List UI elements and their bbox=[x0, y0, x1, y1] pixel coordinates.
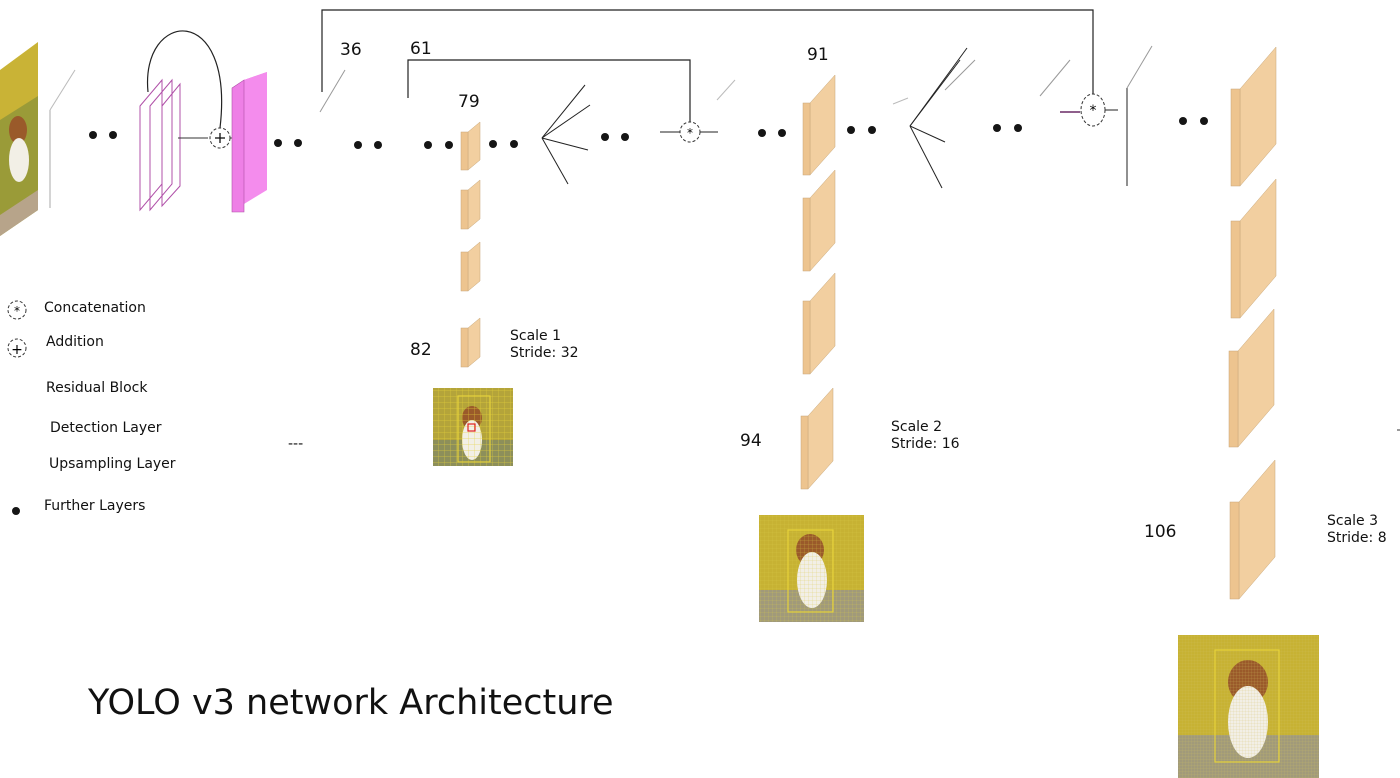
connector-lines bbox=[319, 45, 1153, 189]
detection-layer bbox=[802, 272, 836, 375]
further-layer-dot bbox=[847, 126, 855, 134]
addition-node bbox=[209, 127, 236, 149]
further-layer-dot bbox=[1200, 117, 1208, 125]
layer-label-94: 94 bbox=[740, 431, 762, 451]
input-image bbox=[0, 42, 76, 236]
output-image-scale1 bbox=[433, 388, 513, 466]
further-layer-dot bbox=[868, 126, 876, 134]
further-layer-dot bbox=[109, 131, 117, 139]
legend-detection-layer: Detection Layer bbox=[50, 420, 162, 436]
svg-text:*: * bbox=[1090, 103, 1097, 119]
layer-label-79: 79 bbox=[458, 92, 480, 112]
further-layer-dot bbox=[294, 139, 302, 147]
further-layer-dots bbox=[89, 117, 1208, 149]
diagram-title: YOLO v3 network Architecture bbox=[88, 683, 614, 723]
further-layer-dot bbox=[1014, 124, 1022, 132]
further-layer-dot bbox=[89, 131, 97, 139]
further-layer-dot bbox=[489, 140, 497, 148]
further-layer-dot bbox=[778, 129, 786, 137]
detection-layer bbox=[802, 74, 836, 176]
output-image-scale2 bbox=[759, 515, 864, 622]
detection-layer bbox=[1229, 459, 1276, 600]
detection-layer bbox=[800, 387, 834, 490]
legend-addition: Addition bbox=[46, 334, 104, 350]
further-layer-dot bbox=[274, 139, 282, 147]
further-layer-dot bbox=[758, 129, 766, 137]
layer-label-82: 82 bbox=[410, 340, 432, 360]
detection-layer bbox=[1230, 178, 1277, 319]
legend-add-icon: + bbox=[7, 338, 27, 358]
detection-layer bbox=[460, 121, 481, 171]
detection-layer bbox=[802, 169, 836, 272]
svg-text:*: * bbox=[687, 126, 693, 140]
layer-label-61: 61 bbox=[410, 39, 432, 59]
layer-label-106: 106 bbox=[1144, 522, 1177, 542]
legend-residual-block: Residual Block bbox=[46, 380, 148, 396]
detection-layer bbox=[460, 179, 481, 230]
legend-concat-icon: * bbox=[7, 300, 27, 320]
detection-layer bbox=[1228, 308, 1275, 448]
further-layer-dot bbox=[621, 133, 629, 141]
scale3-label: Scale 3 Stride: 8 bbox=[1327, 513, 1387, 547]
scale2-stride: Stride: 16 bbox=[891, 436, 960, 452]
further-layer-dot bbox=[601, 133, 609, 141]
output-image-scale3 bbox=[1178, 635, 1319, 778]
detection-layer bbox=[460, 317, 481, 368]
further-layer-dot bbox=[993, 124, 1001, 132]
detection-layer bbox=[460, 241, 481, 292]
scale1-name: Scale 1 bbox=[510, 328, 562, 344]
scale1-label: Scale 1 Stride: 32 bbox=[510, 328, 579, 362]
legend-dashes: --- bbox=[288, 436, 304, 452]
further-layer-dot bbox=[424, 141, 432, 149]
legend-dot-icon bbox=[12, 507, 20, 515]
detection-layer bbox=[1230, 46, 1277, 187]
residual-block bbox=[231, 72, 267, 213]
legend-further-layers: Further Layers bbox=[44, 498, 146, 514]
scale1-stride: Stride: 32 bbox=[510, 345, 579, 361]
detection-layers bbox=[460, 46, 1277, 600]
further-layer-dot bbox=[1179, 117, 1187, 125]
legend-upsampling-layer: Upsampling Layer bbox=[49, 456, 176, 472]
concat-node-2: * bbox=[1080, 93, 1106, 127]
route-lines bbox=[146, 9, 1094, 129]
concat-node-1: * bbox=[679, 121, 701, 143]
svg-text:*: * bbox=[14, 304, 20, 318]
layer-label-36: 36 bbox=[340, 40, 362, 60]
further-layer-dot bbox=[510, 140, 518, 148]
further-layer-dot bbox=[374, 141, 382, 149]
layer-label-91: 91 bbox=[807, 45, 829, 65]
scale2-name: Scale 2 bbox=[891, 419, 943, 435]
scale3-name: Scale 3 bbox=[1327, 513, 1379, 529]
scale3-stride: Stride: 8 bbox=[1327, 530, 1387, 546]
legend-concatenation: Concatenation bbox=[44, 300, 146, 316]
residual-outlines bbox=[139, 78, 208, 212]
further-layer-dot bbox=[445, 141, 453, 149]
further-layer-dot bbox=[354, 141, 362, 149]
scale2-label: Scale 2 Stride: 16 bbox=[891, 419, 960, 453]
svg-text:+: + bbox=[11, 342, 23, 358]
